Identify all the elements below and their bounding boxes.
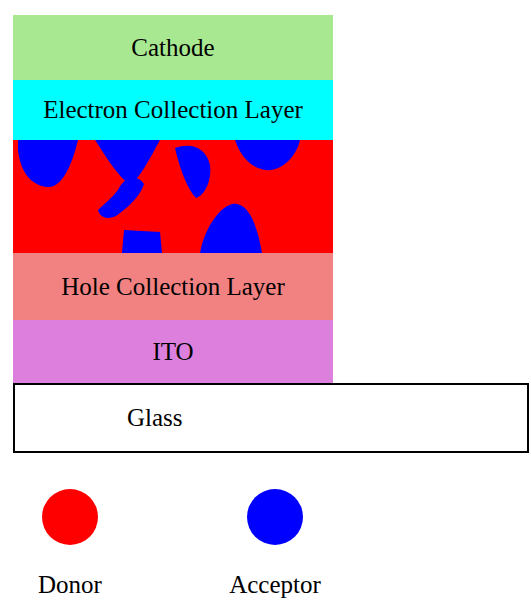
acceptor-domains: [18, 140, 300, 253]
legend-swatch: [42, 489, 98, 545]
ito-layer: ITO: [13, 320, 333, 383]
glass-substrate: Glass: [13, 383, 529, 453]
layer-label: Hole Collection Layer: [61, 273, 285, 301]
hole-collection-layer: Hole Collection Layer: [13, 253, 333, 320]
layer-label: Glass: [127, 404, 183, 432]
legend-item: Donor: [38, 489, 102, 599]
electron-collection-layer: Electron Collection Layer: [13, 80, 333, 140]
donor-region: [13, 140, 333, 253]
layer-label: Electron Collection Layer: [43, 96, 303, 124]
legend-swatch: [247, 489, 303, 545]
legend-item: Acceptor: [229, 489, 321, 599]
layer-label: Cathode: [131, 34, 214, 62]
legend-label: Donor: [38, 571, 102, 599]
layer-label: ITO: [152, 338, 193, 366]
legend-label: Acceptor: [229, 571, 321, 599]
cathode-layer: Cathode: [13, 15, 333, 80]
